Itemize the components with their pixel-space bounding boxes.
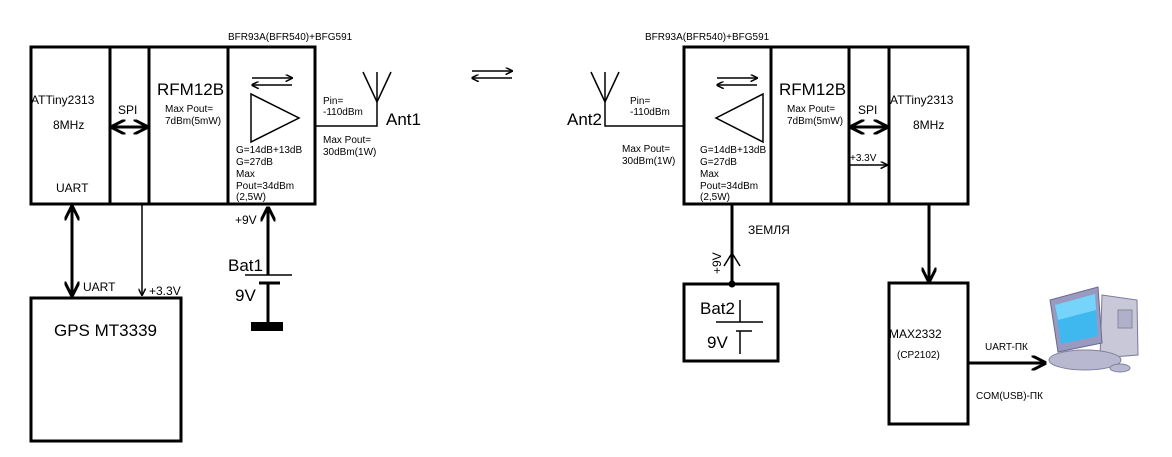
rx-amp-gain1: G=14dB+13dB: [700, 145, 766, 156]
pc-link-bottom: COM(USB)-ПК: [976, 391, 1043, 402]
computer-icon: [1048, 286, 1139, 373]
rx-ant-pin-value: -110dBm: [630, 107, 670, 118]
bat2-box: [682, 282, 780, 363]
tx-amp-pout: Pout=34dBm: [236, 181, 294, 192]
ground-icon: [251, 322, 283, 331]
rx-radio-name: RFM12B: [779, 80, 846, 99]
antenna-icon: [590, 71, 684, 127]
rx-spi-label: SPI: [858, 103, 877, 117]
transmitter-block: BFR93A(BFR540)+BFG591 ATTiny2313 8MHz UA…: [29, 32, 421, 443]
tx-ant-pout-value: 30dBm(1W): [323, 147, 376, 158]
tx-ant-name: Ant1: [386, 110, 421, 129]
rx-amp-pout-w: (2,5W): [700, 192, 730, 203]
rx-amp-max: Max: [700, 169, 719, 180]
battery-icon: [245, 274, 292, 322]
tx-txrx-arrows-icon: [252, 78, 292, 85]
tx-ant-pout-label: Max Pout=: [323, 135, 371, 146]
rx-ant-name: Ant2: [567, 110, 602, 129]
tx-gps-supply-label: +3.3V: [149, 284, 181, 298]
tx-radio-pout-value: 7dBm(5mW): [165, 116, 221, 127]
rx-amp-parts: BFR93A(BFR540)+BFG591: [645, 32, 770, 43]
tx-ant-pin-label: Pin=: [323, 96, 343, 107]
rx-ant-pout-value: 30dBm(1W): [622, 156, 675, 167]
rx-mcu-name: ATTiny2313: [890, 93, 954, 107]
tx-amplifier-icon: [250, 92, 301, 144]
rx-ant-pin-label: Pin=: [630, 96, 650, 107]
rx-mcu-clock: 8MHz: [913, 118, 944, 132]
rx-txrx-arrows-icon: [717, 78, 757, 85]
rx-amp-gain2: G=27dB: [700, 157, 737, 168]
tx-gps-uart-label: UART: [83, 280, 116, 294]
tx-amp-gain2: G=27dB: [236, 157, 273, 168]
rx-amplifier-icon: [714, 92, 764, 144]
radio-link-arrows-icon: [472, 71, 512, 78]
rx-ground-label: ЗЕМЛЯ: [748, 223, 790, 237]
tx-radio-pout-label: Max Pout=: [165, 104, 213, 115]
bat2-label: Bat2: [700, 299, 735, 318]
rx-amp-pout: Pout=34dBm: [700, 181, 758, 192]
bat1-voltage: 9V: [235, 286, 256, 305]
receiver-block: BFR93A(BFR540)+BFG591 Ant2 Pin= -110dBm …: [567, 32, 1139, 426]
antenna-icon: [315, 71, 392, 127]
tx-ant-pin-value: -110dBm: [323, 107, 363, 118]
tx-amp-max: Max: [236, 169, 255, 180]
gps-box: [29, 296, 183, 443]
battery-icon: [716, 300, 763, 354]
converter-alt: (CP2102): [897, 350, 940, 361]
pc-link-top: UART-ПК: [985, 342, 1028, 353]
converter-name: MAX2332: [889, 327, 942, 341]
tx-9v-label: +9V: [235, 213, 257, 227]
tx-amp-gain1: G=14dB+13dB: [236, 145, 302, 156]
tx-mcu-name: ATTiny2313: [31, 93, 95, 107]
tx-mcu-uart: UART: [56, 181, 89, 195]
rx-supply-label: +3.3V: [850, 153, 877, 164]
tx-amp-pout-w: (2,5W): [236, 192, 266, 203]
rx-9v-label: +9V: [710, 252, 724, 274]
converter-box: [887, 281, 970, 426]
tx-spi-label: SPI: [118, 103, 137, 117]
tx-amp-parts: BFR93A(BFR540)+BFG591: [228, 32, 353, 43]
rx-ant-pout-label: Max Pout=: [622, 144, 670, 155]
rx-radio-pout-label: Max Pout=: [787, 104, 835, 115]
bat2-voltage: 9V: [707, 333, 728, 352]
gps-name: GPS MT3339: [54, 321, 157, 340]
tx-radio-name: RFM12B: [157, 80, 224, 99]
rx-radio-pout-value: 7dBm(5mW): [787, 116, 843, 127]
tx-mcu-clock: 8MHz: [53, 118, 84, 132]
bat1-label: Bat1: [228, 256, 263, 275]
